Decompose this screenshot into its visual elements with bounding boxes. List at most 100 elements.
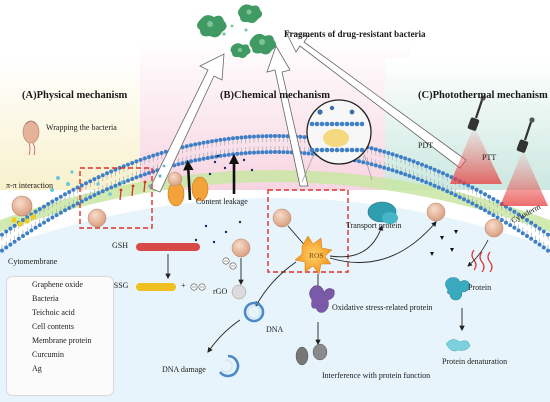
ag-particles — [430, 230, 458, 256]
phospholipid-head — [222, 153, 227, 158]
graphene-oxide-particle — [484, 218, 504, 238]
phospholipid-head — [449, 191, 454, 196]
phospholipid-head — [46, 202, 51, 206]
phospholipid-head — [403, 172, 408, 177]
phospholipid-head — [184, 144, 189, 149]
phospholipid-head — [285, 134, 290, 139]
phospholipid-head — [205, 156, 210, 160]
phospholipid-head — [268, 150, 273, 154]
arrow-ros-transport — [329, 224, 384, 258]
phospholipid-head — [533, 239, 538, 244]
phospholipid-head — [361, 160, 366, 165]
phospholipid-head — [138, 157, 143, 162]
hollow-arrow-right — [285, 31, 467, 169]
phospholipid-head — [378, 148, 382, 153]
phospholipid-head — [231, 152, 235, 157]
zoom-phospholipid-head — [354, 121, 360, 127]
cell-wall — [0, 170, 550, 232]
phospholipid-head — [46, 218, 51, 222]
zoom-phospholipid-head — [324, 121, 330, 127]
label-protein: Protein — [468, 283, 492, 292]
label-protein-denaturation: Protein denaturation — [442, 357, 508, 366]
gssg-bar — [136, 283, 176, 291]
phospholipid-head — [386, 167, 391, 171]
phospholipid-head — [462, 197, 466, 202]
pi-pi-interaction-icon — [11, 195, 36, 227]
oxidative-protein-icon — [309, 285, 335, 313]
phospholipid-head — [533, 223, 538, 228]
phospholipid-head — [260, 150, 265, 155]
phospholipid-head — [130, 161, 135, 165]
phospholipid-head — [42, 204, 46, 209]
phospholipid-head — [92, 193, 97, 198]
legend-panel — [6, 276, 114, 396]
phospholipid-head — [428, 165, 433, 170]
legend-item-bacteria: Bacteria — [32, 294, 59, 303]
teichoic-acids-a — [119, 180, 147, 201]
phospholipid-head — [147, 171, 151, 175]
phospholipid-head — [277, 150, 282, 154]
phospholipid-head — [159, 151, 164, 155]
pdt-light-beam — [450, 126, 502, 184]
phospholipid-head — [386, 151, 391, 155]
arrow-go-protein — [467, 239, 489, 267]
phospholipid-head — [256, 134, 261, 139]
phospholipid-head — [79, 199, 84, 204]
phospholipid-head — [147, 155, 151, 159]
phospholipid-head — [399, 171, 403, 175]
phospholipid-head — [445, 173, 450, 178]
phospholipid-head — [231, 136, 235, 141]
phospholipid-head — [205, 140, 210, 144]
phospholipid-head — [483, 208, 487, 213]
label-dna: DNA — [266, 325, 284, 334]
legend-item-cell-contents: Cell contents — [32, 322, 74, 331]
phospholipid-head — [134, 159, 139, 164]
zoom-phospholipid-head — [329, 147, 335, 153]
phospholipid-head — [235, 151, 240, 156]
physical-dashed-box — [79, 167, 153, 229]
phospholipid-head — [394, 169, 399, 174]
phospholipid-head — [466, 183, 471, 188]
zoom-phospholipid-head — [344, 147, 350, 153]
phospholipid-head — [264, 150, 269, 155]
phospholipid-head — [247, 134, 252, 139]
phospholipid-head — [373, 163, 378, 168]
phospholipid-head — [50, 199, 55, 204]
phospholipid-head — [495, 199, 500, 204]
label-gssg: GSSG — [108, 281, 129, 290]
phospholipid-head — [520, 215, 525, 220]
phospholipid-head — [432, 183, 437, 188]
phospholipid-head — [37, 207, 42, 212]
phospholipid-head — [180, 161, 185, 166]
phospholipid-head — [151, 153, 156, 158]
phospholipid-head — [222, 137, 227, 142]
phospholipid-head — [58, 194, 63, 199]
phospholipid-head — [306, 151, 311, 156]
cell-contents-dots-a — [50, 170, 124, 196]
phospholipid-head — [109, 169, 114, 174]
phospholipid-head — [189, 159, 193, 164]
phospholipid-head — [541, 245, 546, 250]
dna-ring-icon — [243, 301, 265, 323]
phospholipid-head — [189, 143, 193, 148]
legend-item-membrane-protein: Membrane protein — [32, 336, 92, 345]
zoom-phospholipid-head — [359, 147, 365, 153]
phospholipid-head — [277, 134, 282, 138]
phospholipid-head — [369, 146, 374, 151]
phospholipid-head — [63, 208, 67, 213]
phospholipid-head — [457, 195, 462, 200]
phospholipid-head — [508, 223, 513, 228]
phospholipid-head — [512, 209, 517, 214]
phospholipid-head — [449, 175, 454, 180]
label-wrapping: Wrapping the bacteria — [46, 123, 117, 132]
phospholipid-head — [210, 155, 214, 160]
phospholipid-head — [105, 187, 109, 192]
zoom-phospholipid-head — [314, 147, 320, 153]
phospholipid-head — [504, 220, 508, 225]
gsh-bar — [136, 243, 200, 251]
label-gsh: GSH — [112, 241, 129, 250]
phospholipid-head — [520, 231, 525, 236]
leakage-arrows — [183, 153, 240, 201]
